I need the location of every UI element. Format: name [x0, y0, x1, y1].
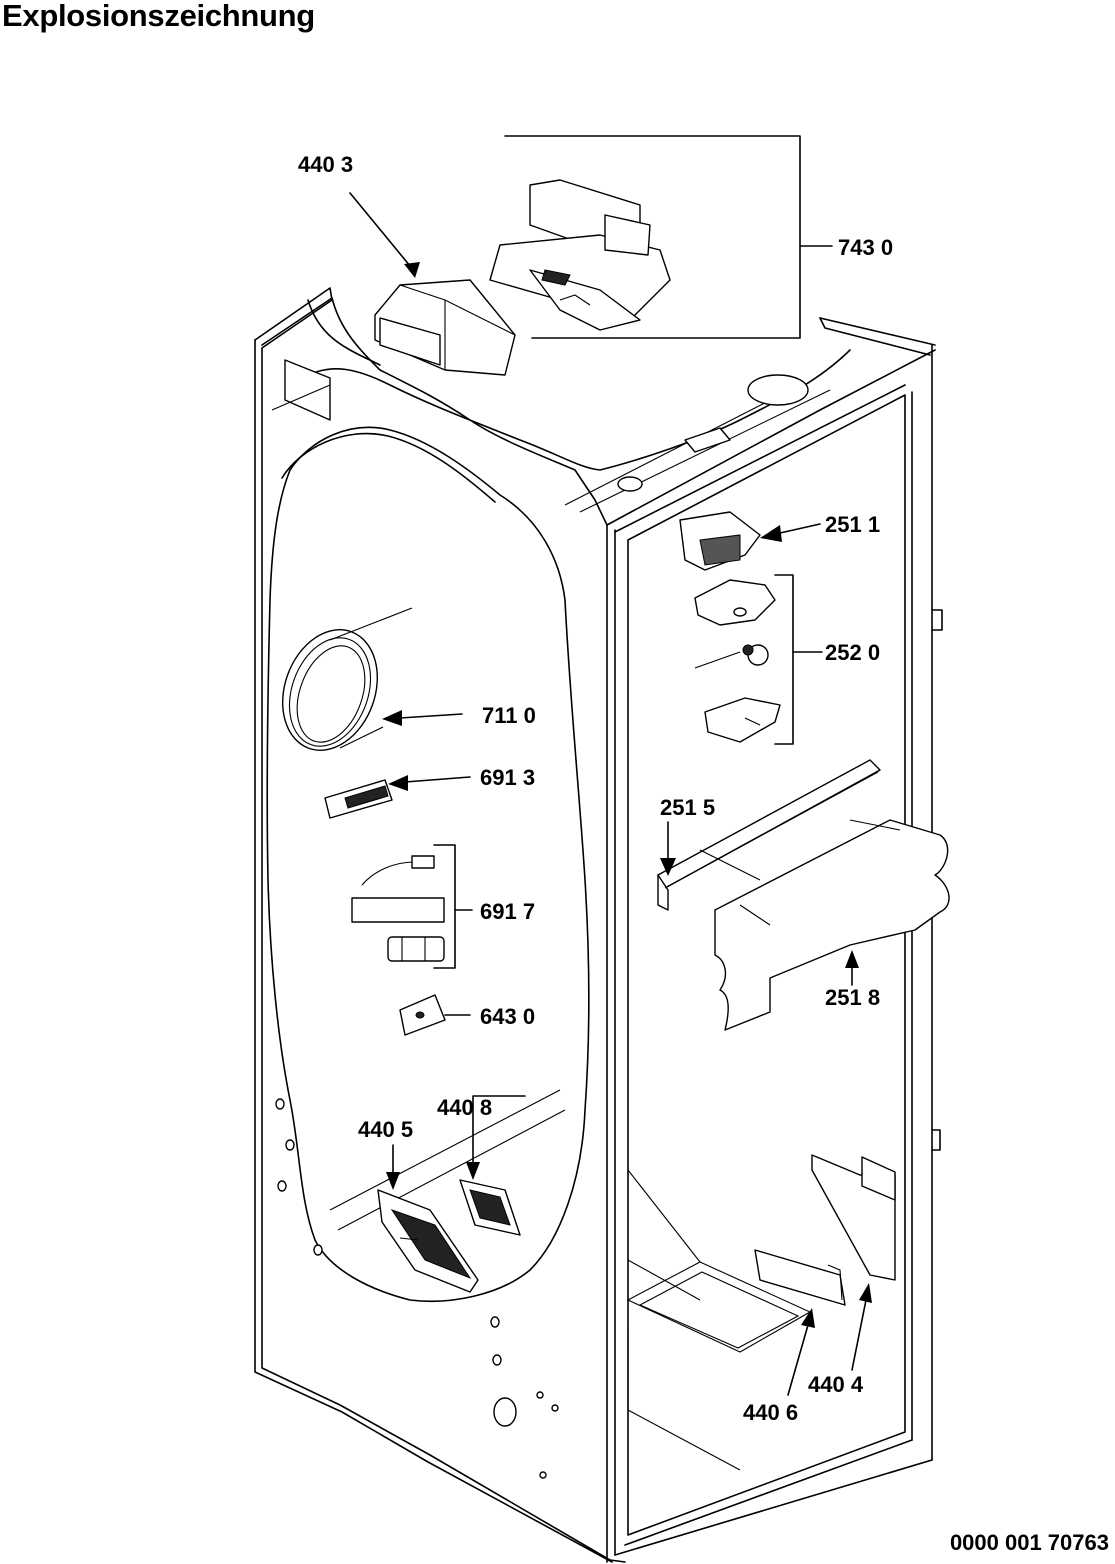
callout-7430: 743 0: [838, 235, 893, 260]
document-number: 0000 001 70763: [949, 1530, 1109, 1555]
part-control-module-top: [374, 279, 516, 376]
leader-2511: [779, 523, 821, 534]
arrow-2515: [660, 858, 676, 876]
arrow-4406: [801, 1308, 815, 1328]
page-title: Explosionszeichnung: [2, 0, 315, 33]
arrow-4405: [386, 1172, 400, 1190]
callout-6430: 643 0: [480, 1004, 535, 1029]
arrow-6913: [388, 775, 408, 791]
part-coiled-tube: [281, 607, 413, 751]
leader-4404: [851, 1299, 867, 1371]
part-board-4405: [377, 1189, 479, 1293]
arrow-2511: [760, 525, 782, 542]
arrow-4408: [466, 1162, 480, 1180]
callout-7110: 711 0: [482, 703, 536, 728]
part-fan-housing: [489, 179, 671, 331]
callout-2518: 251 8: [825, 985, 880, 1010]
cabinet-frame: [254, 287, 943, 1563]
part-lamp-assembly: [694, 579, 781, 743]
leader-7110: [399, 713, 463, 719]
callout-4406: 440 6: [743, 1400, 798, 1425]
part-grille-4408: [459, 1179, 521, 1236]
callout-6913: 691 3: [480, 765, 535, 790]
leader-4408: [472, 1095, 526, 1166]
part-bracket-4404: [754, 1154, 896, 1306]
leader-4406: [787, 1324, 809, 1396]
bracket-7430: [504, 135, 801, 339]
part-clip-6430: [399, 994, 446, 1036]
part-kit-6917: [351, 855, 445, 962]
arrow-4403: [404, 262, 420, 278]
part-sensor-6913: [324, 779, 393, 819]
arrow-4404: [859, 1283, 872, 1303]
callout-2511: 251 1: [825, 512, 880, 537]
callout-2520: 252 0: [825, 640, 880, 665]
callout-4408: 440 8: [437, 1095, 492, 1120]
callout-4405: 440 5: [358, 1117, 413, 1142]
callout-4404: 440 4: [808, 1372, 864, 1397]
arrow-7110: [382, 710, 402, 726]
bracket-6917: [433, 844, 456, 969]
part-rail-2515: [657, 759, 881, 911]
callout-4403: 440 3: [298, 152, 353, 177]
callout-6917: 691 7: [480, 899, 535, 924]
leader-4403: [349, 192, 416, 273]
bracket-2520: [774, 574, 794, 745]
part-lamp-cover: [679, 511, 761, 571]
part-shelf-2518: [699, 819, 950, 1031]
arrow-2518: [845, 950, 859, 968]
callout-2515: 251 5: [660, 795, 715, 820]
leader-6913: [404, 776, 471, 783]
